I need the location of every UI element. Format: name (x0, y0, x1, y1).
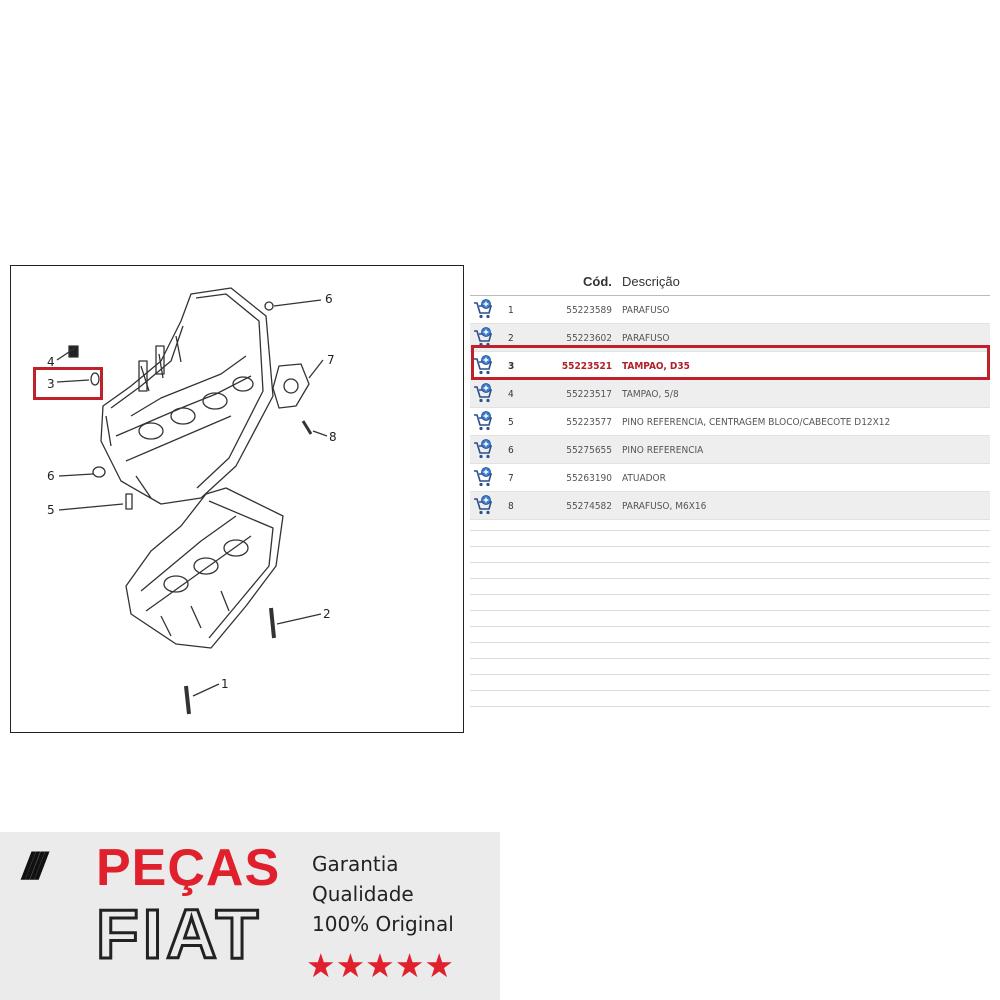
rating-stars: ★★★★★ (306, 946, 454, 985)
add-to-cart-icon[interactable] (472, 411, 494, 433)
empty-table-line (470, 626, 990, 627)
empty-table-line (470, 594, 990, 595)
selected-row-highlight (471, 345, 990, 380)
part-code: 55223602 (566, 333, 612, 344)
tagline-original: 100% Original (312, 912, 454, 936)
column-header-code: Cód. (583, 274, 612, 289)
callout-7: 7 (327, 353, 335, 367)
diagram-highlight-box (33, 367, 103, 400)
callout-8: 8 (329, 430, 337, 444)
tagline-quality: Qualidade (312, 882, 414, 906)
table-row[interactable]: 4 55223517 TAMPAO, 5/8 (470, 380, 990, 408)
brand-slashes: //// (22, 846, 46, 888)
empty-table-line (470, 690, 990, 691)
item-number: 1 (508, 305, 514, 316)
add-to-cart-icon[interactable] (472, 495, 494, 517)
part-description: PARAFUSO (622, 305, 670, 316)
part-code: 55274582 (566, 501, 612, 512)
part-code: 55223517 (566, 389, 612, 400)
callout-2: 2 (323, 607, 331, 621)
tagline-guarantee: Garantia (312, 852, 399, 876)
item-number: 6 (508, 445, 514, 456)
part-description: PINO REFERENCIA, CENTRAGEM BLOCO/CABECOT… (622, 417, 891, 428)
empty-table-line (470, 658, 990, 659)
callout-4: 4 (47, 355, 55, 369)
table-row[interactable]: 1 55223589 PARAFUSO (470, 296, 990, 324)
item-number: 4 (508, 389, 514, 400)
table-row[interactable]: 6 55275655 PINO REFERENCIA (470, 436, 990, 464)
empty-table-line (470, 546, 990, 547)
item-number: 7 (508, 473, 514, 484)
table-row[interactable]: 7 55263190 ATUADOR (470, 464, 990, 492)
part-description: PARAFUSO, M6X16 (622, 501, 707, 512)
callout-1: 1 (221, 677, 229, 691)
add-to-cart-icon[interactable] (472, 299, 494, 321)
brand-title-pecas: PEÇAS (96, 839, 281, 897)
brand-banner (0, 832, 500, 1000)
part-description: PARAFUSO (622, 333, 670, 344)
table-row[interactable]: 5 55223577 PINO REFERENCIA, CENTRAGEM BLOC… (470, 408, 990, 436)
callout-5: 5 (47, 503, 55, 517)
empty-table-line (470, 706, 990, 707)
add-to-cart-icon[interactable] (472, 383, 494, 405)
item-number: 2 (508, 333, 514, 344)
callout-6-lower: 6 (47, 469, 55, 483)
item-number: 8 (508, 501, 514, 512)
add-to-cart-icon[interactable] (472, 355, 494, 377)
empty-table-line (470, 610, 990, 611)
part-code: 55263190 (566, 473, 612, 484)
empty-table-line (470, 674, 990, 675)
part-code: 55223577 (566, 417, 612, 428)
part-description: PINO REFERENCIA (622, 445, 704, 456)
empty-table-line (470, 578, 990, 579)
empty-table-line (470, 530, 990, 531)
column-header-description: Descrição (622, 274, 680, 289)
part-code: 55275655 (566, 445, 612, 456)
empty-table-line (470, 642, 990, 643)
table-header: Cód. Descrição (470, 265, 990, 296)
part-description: TAMPAO, D35 (622, 361, 690, 372)
part-code: 55223521 (561, 361, 612, 372)
exploded-parts-diagram: 6 4 3 7 8 6 5 2 1 (10, 265, 464, 733)
add-to-cart-icon[interactable] (472, 439, 494, 461)
table-row[interactable]: 8 55274582 PARAFUSO, M6X16 (470, 492, 990, 520)
callout-6-top: 6 (325, 292, 333, 306)
part-description: ATUADOR (622, 473, 666, 484)
empty-table-line (470, 562, 990, 563)
callout-3: 3 (47, 377, 55, 391)
part-description: TAMPAO, 5/8 (622, 389, 679, 400)
part-code: 55223589 (566, 305, 612, 316)
item-number: 3 (508, 361, 515, 372)
add-to-cart-icon[interactable] (472, 467, 494, 489)
brand-title-fiat: FIAT (94, 894, 263, 975)
engine-head-drawing: 6 4 3 7 8 6 5 2 1 (47, 287, 337, 715)
item-number: 5 (508, 417, 514, 428)
